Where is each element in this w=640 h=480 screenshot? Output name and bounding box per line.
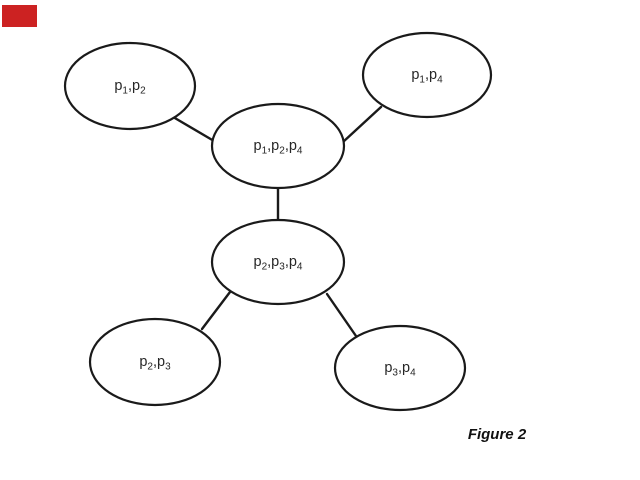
node-p2p3: [88, 317, 222, 407]
node-p1p4: [361, 31, 493, 119]
node-label-p1p2: p1,p2: [114, 78, 146, 97]
node-label-p2p3: p2,p3: [139, 354, 171, 373]
node-label-p1p2p4: p1,p2,p4: [254, 138, 303, 157]
figure-caption: Figure 2: [468, 426, 527, 443]
red-marker: [2, 5, 37, 27]
node-p1p2: [63, 41, 197, 131]
node-p1p2p4: [210, 102, 346, 190]
edge-p2p3p4-p2p3: [200, 290, 232, 331]
nodes-layer: p1,p2 p1,p4 p1,p2,p4 p2,p3,p4 p2,p3 p3,p4: [63, 31, 493, 412]
node-label-p1p4: p1,p4: [411, 67, 443, 86]
edge-p1p4-p1p2p4: [341, 105, 383, 144]
node-label-p2p3p4: p2,p3,p4: [254, 254, 303, 273]
edge-p2p3p4-p3p4: [325, 292, 358, 338]
node-p2p3p4: [210, 218, 346, 306]
edges-layer: [166, 105, 383, 338]
node-p3p4: [333, 324, 467, 412]
edge-p1p2-p1p2p4: [166, 112, 216, 143]
node-label-p3p4: p3,p4: [384, 360, 416, 379]
